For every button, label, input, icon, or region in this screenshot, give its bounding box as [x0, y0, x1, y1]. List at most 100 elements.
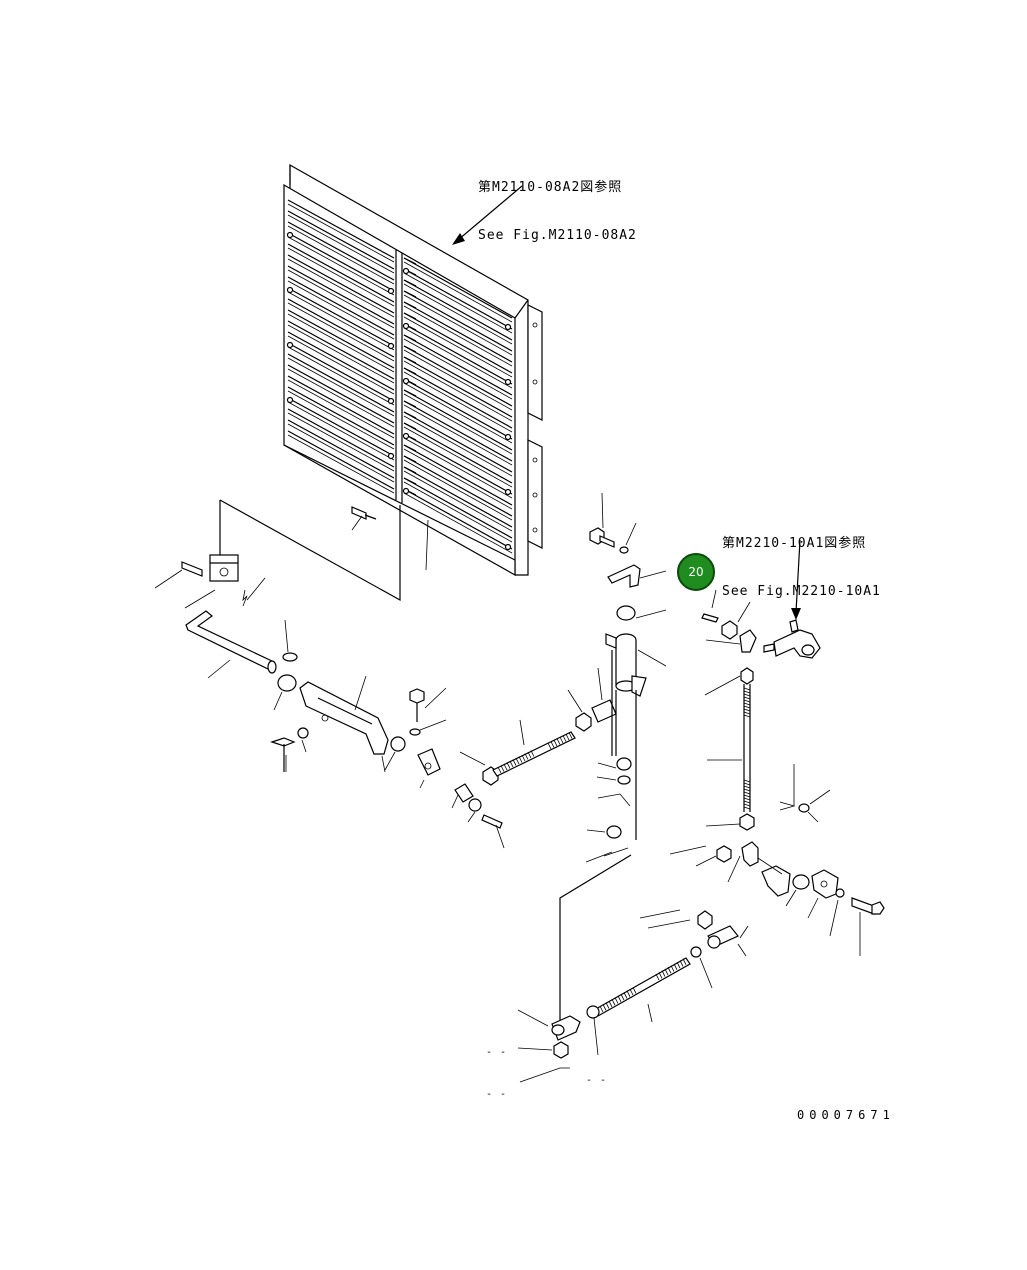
louver-clip	[403, 257, 417, 265]
louver-slat-edge	[287, 258, 395, 318]
louver-slat-edge	[403, 481, 513, 543]
thread-mark	[676, 961, 681, 969]
louver-slat	[403, 345, 513, 407]
thread-mark	[743, 687, 751, 691]
louver-clip	[403, 334, 417, 342]
thread-mark	[509, 760, 514, 768]
louver-slat-edge	[287, 390, 395, 450]
louver-slat-edge	[287, 412, 395, 472]
thread-mark	[679, 960, 684, 967]
louver-slat-edge	[403, 327, 513, 389]
louver-slat-edge	[287, 357, 395, 417]
lower-connecting-line	[559, 854, 632, 1020]
reference-leader-top	[452, 185, 523, 245]
thread-mark	[661, 970, 666, 977]
louver-slat-edge	[403, 283, 513, 345]
louver-slat	[403, 466, 513, 528]
louver-slat-edge	[403, 459, 513, 521]
louver-slat	[287, 298, 395, 358]
louver-slat	[287, 342, 395, 402]
louver-slat	[403, 455, 513, 517]
thread-mark	[530, 750, 535, 757]
louver-pivot	[402, 267, 410, 275]
louver-clip	[403, 312, 417, 320]
louver-slat	[287, 375, 395, 435]
louver-slat	[287, 276, 395, 336]
reference-top-jp: 第M2110-08A2図参照	[478, 180, 623, 195]
louver-slat	[403, 400, 513, 462]
louver-clip	[403, 400, 417, 408]
thread-mark	[608, 1000, 613, 1008]
dash-label: - -	[586, 1075, 608, 1086]
louver-slat	[287, 364, 395, 424]
louver-slat-edge	[403, 338, 513, 400]
thread-mark	[497, 766, 502, 774]
callout-part-20[interactable]: 20	[677, 553, 715, 591]
louver-slat-edge	[287, 379, 395, 439]
louver-slat-edge	[287, 236, 395, 296]
louver-slat-edge	[403, 426, 513, 488]
thread-mark	[602, 1004, 607, 1011]
louver-pivot	[504, 433, 512, 441]
center-shaft-assembly	[585, 492, 667, 863]
louver-slat-edge	[403, 382, 513, 444]
louver-slat	[287, 397, 395, 457]
document-number: 00007671	[797, 1108, 895, 1122]
louver-pivot	[286, 286, 294, 294]
reference-top-en: See Fig.M2110-08A2	[478, 228, 637, 243]
louver-slat	[403, 444, 513, 506]
louver-slat	[287, 232, 395, 292]
reference-right-en: See Fig.M2210-10A1	[722, 584, 881, 599]
thread-mark	[562, 735, 567, 742]
thread-mark	[743, 702, 751, 706]
louver-clip	[403, 466, 417, 474]
thread-mark	[743, 699, 751, 703]
thread-mark	[743, 711, 751, 715]
louver-slat	[403, 367, 513, 429]
louver-slat-edge	[403, 404, 513, 466]
louver-slat	[287, 430, 395, 490]
louver-clip	[403, 411, 417, 419]
thread-mark	[617, 995, 622, 1002]
louver-clip	[403, 356, 417, 364]
louver-slat	[287, 265, 395, 325]
louver-slat	[287, 309, 395, 369]
louver-pivot	[504, 543, 512, 551]
louver-slat-edge	[287, 269, 395, 329]
louver-clip	[403, 345, 417, 353]
thread-mark	[743, 806, 751, 810]
louver-slat	[403, 477, 513, 539]
thread-mark	[565, 733, 570, 741]
louver-slat	[403, 334, 513, 396]
louver-slat-edge	[287, 423, 395, 483]
louver-slat	[287, 254, 395, 314]
louver-slat	[403, 422, 513, 484]
thread-mark	[743, 690, 751, 694]
louver-pivot	[402, 322, 410, 330]
louver-pivot	[504, 323, 512, 331]
louver-slat-edge	[287, 335, 395, 395]
louver-slat-edge	[287, 291, 395, 351]
thread-mark	[620, 993, 625, 1001]
louver-slat-edge	[287, 368, 395, 428]
thread-mark	[743, 693, 751, 697]
thread-mark	[743, 696, 751, 700]
thread-mark	[527, 751, 532, 759]
louver-slat	[287, 386, 395, 446]
louver-slat-edge	[403, 415, 513, 477]
thread-mark	[743, 779, 751, 783]
shutter-assembly	[283, 163, 543, 577]
louver-slat-edge	[287, 203, 395, 263]
louver-pivot	[387, 287, 395, 295]
louver-slat	[403, 433, 513, 495]
louver-slat-edge	[287, 225, 395, 285]
louver-slat	[403, 389, 513, 451]
louver-pivot	[387, 397, 395, 405]
dash-label: - -	[486, 1047, 508, 1058]
louver-slat	[403, 279, 513, 341]
thread-mark	[623, 992, 628, 999]
louver-slat	[403, 356, 513, 418]
thread-mark	[743, 794, 751, 798]
louver-slat-edge	[403, 349, 513, 411]
louver-pivot	[402, 487, 410, 495]
